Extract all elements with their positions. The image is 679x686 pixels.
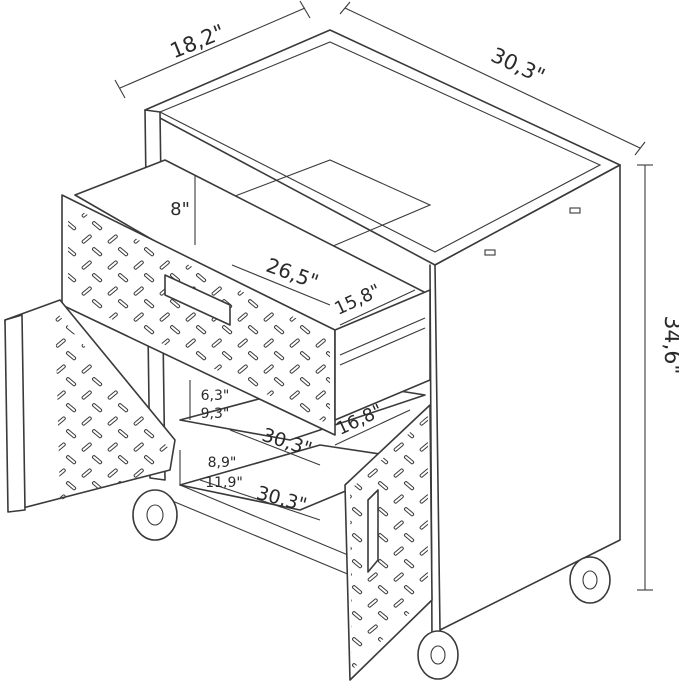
side-slot [569,207,581,214]
label-drawer-height: 8" [170,199,190,220]
base-rail [179,484,361,561]
label-shelf-gap-lower-a: 8,9" [208,455,237,471]
base-rail [169,499,351,576]
drawer-side [334,289,431,421]
drawer-slide [339,327,426,366]
drawer-slide [339,317,426,356]
right-door-pattern [350,415,428,670]
top-rim [158,41,602,253]
right-door-handle [367,489,379,573]
caster-rear-right [569,556,611,604]
drawer-front-pattern [68,205,330,425]
left-door [4,299,176,513]
right-door [344,404,433,681]
label-width: 30,3" [487,43,548,89]
left-door-edge [4,314,26,513]
drawer-handle [164,274,231,326]
drawer [61,159,431,436]
label-shelf-gap-upper-a: 6,3" [201,388,230,404]
left-door-pattern [55,310,170,500]
label-height: 34,6" [659,315,679,374]
label-shelf-gap-upper-b: 9,3" [201,406,230,422]
label-depth: 18,2" [167,20,228,63]
dimension-lines [114,0,653,591]
casters [132,489,611,680]
side-slot [484,249,496,256]
label-shelf-gap-lower-b: 11,9" [205,475,243,491]
caster-front-right [417,630,459,680]
cabinet-body [144,29,621,641]
caster-rear-left [132,489,178,541]
right-side-panel [434,164,621,631]
